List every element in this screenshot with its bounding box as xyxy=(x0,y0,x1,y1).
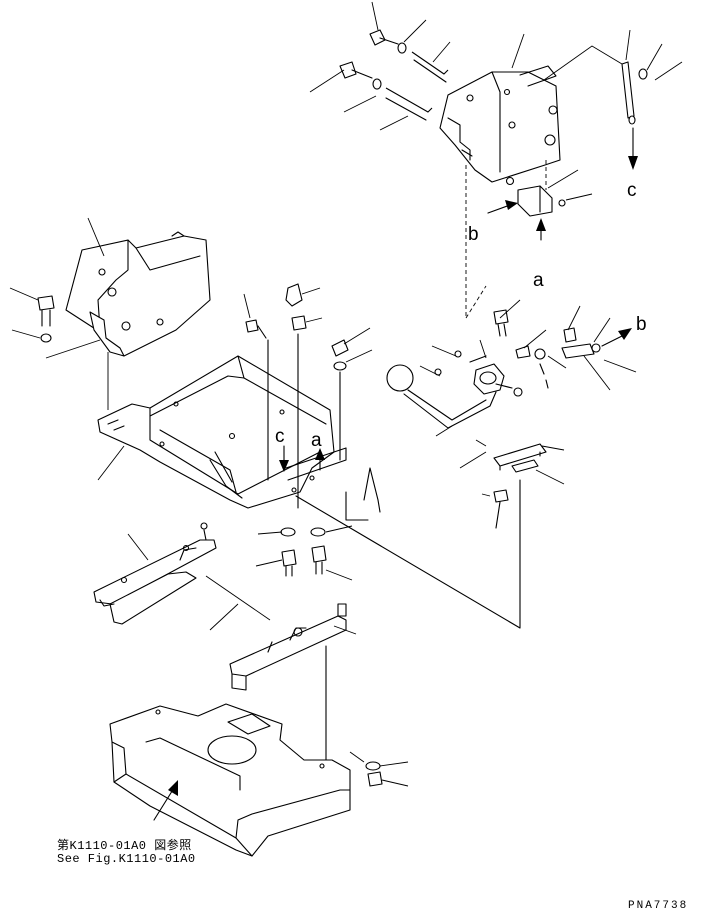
pivot-block xyxy=(487,176,566,241)
control-lever xyxy=(386,309,632,429)
left-bracket xyxy=(65,231,211,357)
left-bolt xyxy=(37,295,55,343)
drawing-code: PNA7738 xyxy=(628,900,689,912)
label-b-top: b xyxy=(468,224,479,245)
label-c-mid: c xyxy=(275,426,285,447)
reference-note-en: See Fig.K1110-01A0 xyxy=(57,852,196,866)
center-linkage xyxy=(229,603,357,763)
console-fasteners xyxy=(243,283,381,521)
small-brackets xyxy=(459,439,565,529)
upper-bolt-2 xyxy=(339,61,433,121)
lower-fasteners xyxy=(255,525,353,581)
link-line xyxy=(295,479,521,629)
upper-bracket xyxy=(439,65,561,183)
leaders-upper xyxy=(309,1,683,319)
reference-arrow xyxy=(153,780,178,821)
console-arrows xyxy=(279,445,325,472)
leaders-lever xyxy=(419,299,637,437)
label-a-top: a xyxy=(533,270,544,291)
console-box xyxy=(97,355,347,509)
label-b-right: b xyxy=(636,314,647,335)
floor-plate xyxy=(109,703,351,857)
upper-bolt-1 xyxy=(369,29,449,83)
linkage-rod-c xyxy=(621,61,648,170)
floor-fasteners xyxy=(349,751,409,787)
label-a-mid: a xyxy=(311,430,322,451)
label-c-top: c xyxy=(627,180,637,201)
left-linkage xyxy=(93,522,271,631)
reference-note-jp: 第K1110-01A0 図参照 xyxy=(57,839,192,853)
leaders-left xyxy=(9,217,109,410)
